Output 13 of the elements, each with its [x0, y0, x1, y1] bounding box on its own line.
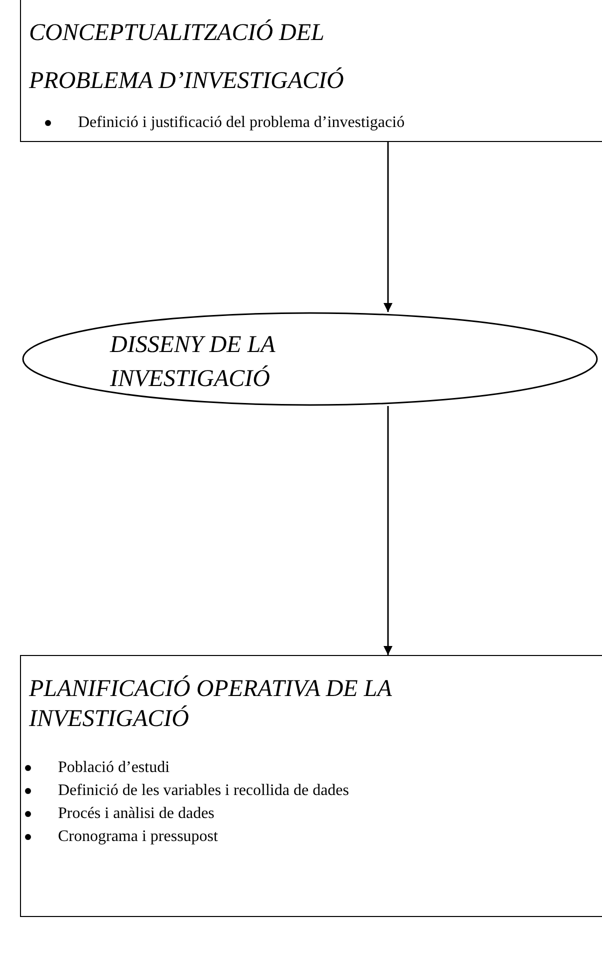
process-box [20, 0, 602, 142]
arrow [384, 406, 392, 655]
bullet-item: Definició de les variables i recollida de dades [21, 779, 349, 802]
box-heading: PLANIFICACIÓ OPERATIVA DE LA INVESTIGACIÓ [29, 674, 393, 734]
bullet-item: Definició i justificació del problema d’investigació [41, 111, 405, 134]
ellipse-node [22, 312, 598, 406]
box-heading: DISSENY DE LA INVESTIGACIÓ [110, 331, 276, 394]
bullet-item: Procés i anàlisi de dades [21, 802, 349, 825]
bullet-item: Cronograma i pressupost [21, 825, 349, 848]
bullet-item: Població d’estudi [21, 756, 349, 779]
box-heading: CONCEPTUALITZACIÓ DEL PROBLEMA D’INVESTIGACIÓ [29, 18, 345, 96]
process-box [20, 655, 602, 917]
arrow [384, 142, 392, 312]
